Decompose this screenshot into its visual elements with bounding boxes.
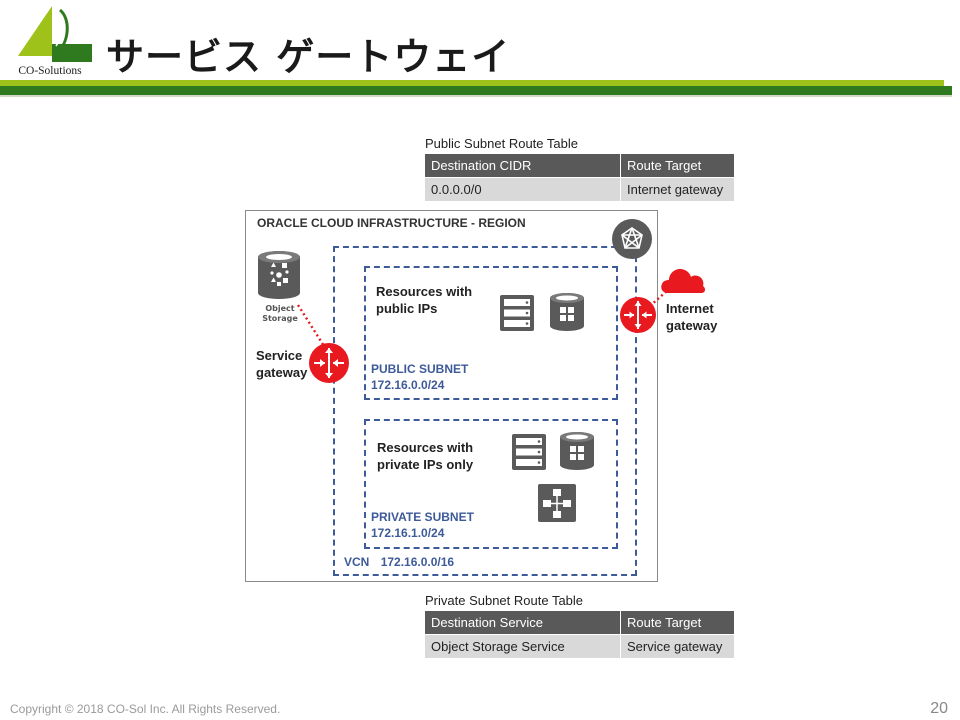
private-route-table-caption: Private Subnet Route Table	[425, 593, 584, 608]
public-server-icon	[500, 295, 534, 331]
private-database-icon	[560, 432, 594, 470]
public-route-target-cell: Internet gateway	[620, 177, 735, 202]
co-solutions-logo: CO-Solutions	[8, 6, 92, 78]
vcn-label: VCN 172.16.0.0/16	[344, 554, 454, 570]
vcn-network-icon	[612, 219, 652, 259]
header-bar-shadow	[0, 95, 952, 97]
region-box	[245, 210, 658, 582]
vcn-label-text: VCN	[344, 555, 370, 569]
header-bar-light	[0, 80, 944, 86]
public-resources-label: Resources with public IPs	[376, 283, 472, 317]
private-route-table-header-target: Route Target	[620, 610, 735, 635]
private-subnet-box	[364, 419, 618, 549]
object-storage-label: Object Storage	[250, 304, 310, 324]
public-route-table-header-destination: Destination CIDR	[424, 153, 621, 178]
internet-cloud-icon	[661, 269, 706, 293]
service-gateway-label-line1: Service	[256, 348, 303, 363]
header-bar-dark	[0, 86, 952, 95]
internet-gateway-label-line1: Internet	[666, 301, 714, 316]
public-database-icon	[550, 293, 584, 331]
object-storage-icon	[258, 251, 300, 299]
private-resources-label: Resources with private IPs only	[377, 439, 473, 473]
table-row: 0.0.0.0/0 Internet gateway	[424, 177, 735, 202]
internet-gateway-to-cloud-line	[649, 289, 669, 307]
private-route-table: Destination Service Route Target Object …	[424, 610, 735, 659]
vcn-box	[333, 246, 637, 576]
region-label: ORACLE CLOUD INFRASTRUCTURE - REGION	[257, 216, 526, 230]
public-route-table-header-target: Route Target	[620, 153, 735, 178]
vcn-cidr: 172.16.0.0/16	[380, 555, 455, 569]
internet-gateway-label: Internet gateway	[666, 300, 717, 334]
public-resources-line2: public IPs	[376, 301, 438, 316]
private-server-icon	[512, 434, 546, 470]
logo-text: CO-Solutions	[18, 65, 82, 77]
public-route-table: Destination CIDR Route Target 0.0.0.0/0 …	[424, 153, 735, 202]
public-subnet-box	[364, 266, 618, 400]
table-row: Object Storage Service Service gateway	[424, 634, 735, 659]
public-route-table-caption: Public Subnet Route Table	[425, 136, 578, 151]
private-route-destination-cell: Object Storage Service	[424, 634, 621, 659]
private-route-table-header-destination: Destination Service	[424, 610, 621, 635]
object-storage-label-line1: Object	[265, 304, 295, 313]
public-subnet-name: PUBLIC SUBNET	[371, 362, 469, 376]
private-network-app-icon	[538, 484, 576, 522]
internet-gateway-router-icon	[620, 297, 656, 333]
service-gateway-router-icon	[309, 343, 349, 383]
private-subnet-label: PRIVATE SUBNET 172.16.1.0/24	[371, 509, 474, 541]
private-resources-line1: Resources with	[377, 440, 474, 455]
page-number: 20	[930, 700, 948, 717]
internet-gateway-label-line2: gateway	[666, 318, 718, 333]
storage-to-service-gateway-line	[296, 304, 326, 347]
page-title: サービス ゲートウェイ	[106, 35, 511, 79]
service-gateway-label-line2: gateway	[256, 365, 308, 380]
service-gateway-label: Service gateway	[256, 347, 307, 381]
object-storage-label-line2: Storage	[262, 314, 298, 323]
private-subnet-cidr: 172.16.1.0/24	[371, 526, 445, 540]
public-route-destination-cell: 0.0.0.0/0	[424, 177, 621, 202]
public-subnet-label: PUBLIC SUBNET 172.16.0.0/24	[371, 361, 468, 393]
public-resources-line1: Resources with	[376, 284, 473, 299]
private-resources-line2: private IPs only	[377, 457, 474, 472]
private-route-target-cell: Service gateway	[620, 634, 735, 659]
copyright-text: Copyright © 2018 CO-Sol Inc. All Rights …	[10, 702, 281, 716]
private-subnet-name: PRIVATE SUBNET	[371, 510, 474, 524]
public-subnet-cidr: 172.16.0.0/24	[371, 378, 445, 392]
